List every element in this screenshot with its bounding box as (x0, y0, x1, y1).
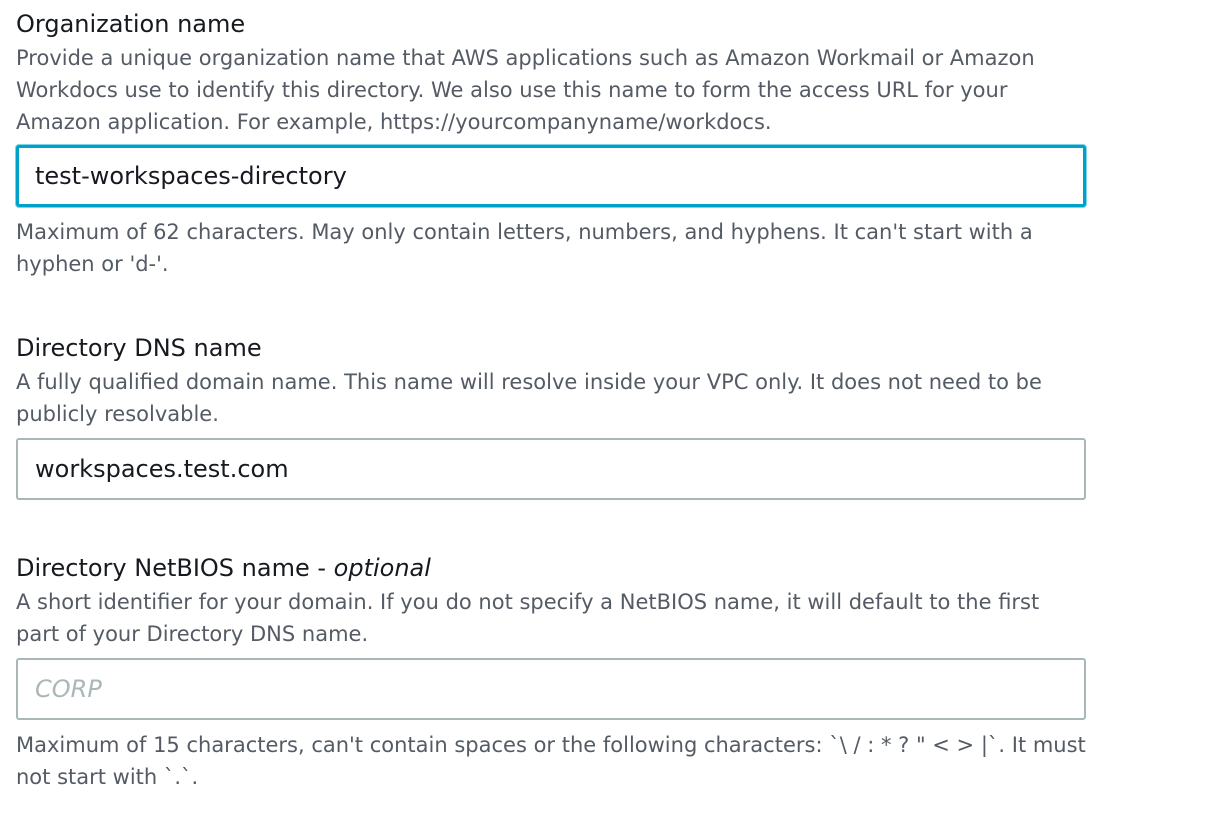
optional-tag: optional (333, 554, 431, 582)
directory-dns-name-field: Directory DNS name A fully qualified dom… (16, 332, 1086, 500)
organization-name-input[interactable] (16, 145, 1086, 207)
directory-dns-name-label: Directory DNS name (16, 334, 262, 362)
directory-dns-name-description: A fully qualified domain name. This name… (16, 370, 1042, 426)
directory-netbios-name-description: A short identifier for your domain. If y… (16, 590, 1040, 646)
directory-netbios-name-field: Directory NetBIOS name - optional A shor… (16, 552, 1086, 793)
directory-netbios-name-input[interactable] (16, 658, 1086, 720)
directory-netbios-name-constraint: Maximum of 15 characters, can't contain … (16, 733, 1086, 789)
directory-dns-name-input[interactable] (16, 438, 1086, 500)
directory-netbios-name-label: Directory NetBIOS name - optional (16, 552, 1086, 584)
organization-name-constraint: Maximum of 62 characters. May only conta… (16, 220, 1033, 276)
organization-name-field: Organization name Provide a unique organ… (16, 8, 1086, 280)
organization-name-description: Provide a unique organization name that … (16, 46, 1035, 134)
directory-netbios-name-label-text: Directory NetBIOS name - (16, 554, 334, 582)
organization-name-label: Organization name (16, 10, 246, 38)
